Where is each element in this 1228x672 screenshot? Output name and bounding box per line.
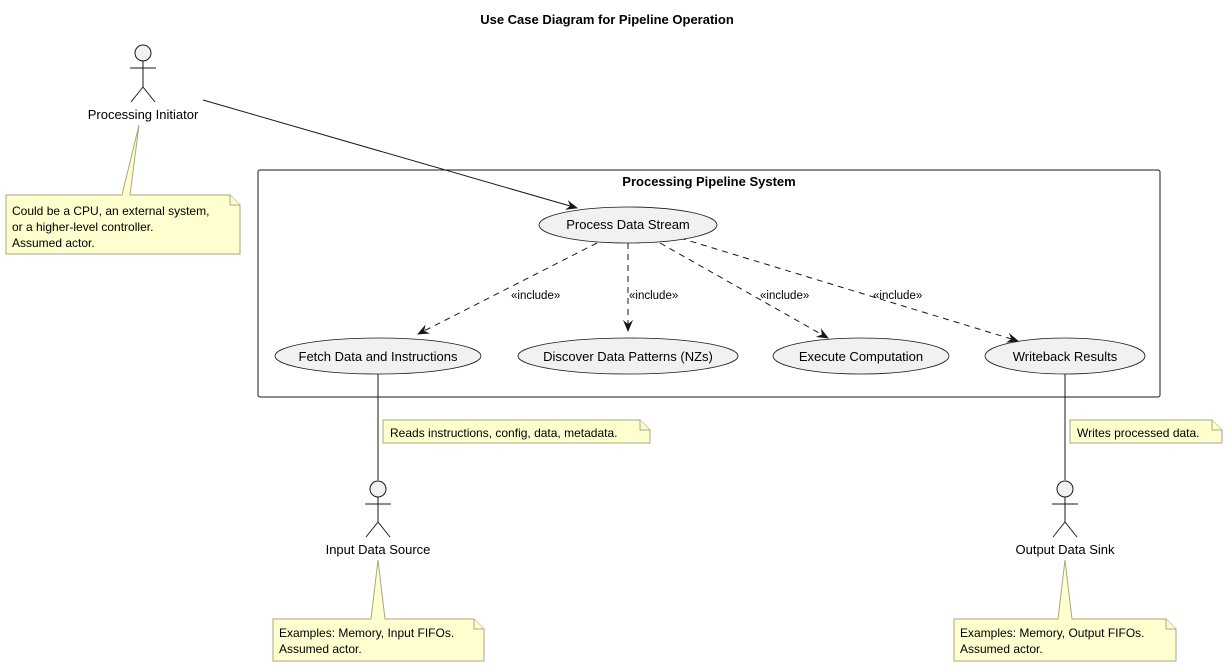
stick-figure-icon	[365, 480, 391, 538]
usecase-label: Process Data Stream	[566, 217, 690, 232]
actor-label: Output Data Sink	[1016, 542, 1115, 557]
include-label-execute: «include»	[760, 290, 809, 302]
note-line: Reads instructions, config, data, metada…	[390, 426, 617, 440]
usecase-writeback-results[interactable]: Writeback Results	[984, 337, 1146, 375]
system-title: Processing Pipeline System	[622, 174, 795, 189]
diagram-title: Use Case Diagram for Pipeline Operation	[480, 12, 734, 27]
usecase-discover-patterns[interactable]: Discover Data Patterns (NZs)	[517, 337, 739, 375]
note-line: Could be a CPU, an external system,	[12, 204, 209, 218]
note-line: or a higher-level controller.	[12, 220, 153, 234]
association-initiator-process	[202, 99, 578, 210]
note-fetch-link: Reads instructions, config, data, metada…	[382, 419, 651, 444]
note-writeback-link: Writes processed data.	[1069, 419, 1223, 444]
note-line: Writes processed data.	[1077, 426, 1200, 440]
note-line: Examples: Memory, Input FIFOs.	[279, 626, 454, 640]
include-label-writeback: «include»	[873, 290, 922, 302]
note-line: Examples: Memory, Output FIFOs.	[960, 626, 1145, 640]
usecase-process-data-stream[interactable]: Process Data Stream	[538, 206, 718, 244]
actor-processing-initiator[interactable]: Processing Initiator	[88, 44, 199, 122]
usecase-fetch-data[interactable]: Fetch Data and Instructions	[274, 337, 482, 375]
system-boundary	[257, 169, 1161, 398]
note-line: Assumed actor.	[960, 642, 1043, 656]
note-input-actor: Examples: Memory, Input FIFOs. Assumed a…	[272, 559, 485, 662]
include-label-discover: «include»	[629, 290, 678, 302]
usecase-label: Writeback Results	[1013, 349, 1118, 364]
stick-figure-icon	[1052, 480, 1078, 538]
actor-label: Input Data Source	[326, 542, 431, 557]
usecase-label: Discover Data Patterns (NZs)	[543, 349, 713, 364]
note-line: Assumed actor.	[12, 236, 95, 250]
usecase-execute-computation[interactable]: Execute Computation	[772, 337, 950, 375]
stick-figure-icon	[130, 44, 156, 103]
usecase-label: Fetch Data and Instructions	[299, 349, 458, 364]
usecase-label: Execute Computation	[799, 349, 923, 364]
actor-output-data-sink[interactable]: Output Data Sink	[1016, 480, 1115, 557]
actor-input-data-source[interactable]: Input Data Source	[326, 480, 431, 557]
note-line: Assumed actor.	[279, 642, 362, 656]
note-initiator: Could be a CPU, an external system, or a…	[5, 124, 241, 255]
include-arrow-fetch	[417, 242, 598, 335]
include-label-fetch: «include»	[511, 290, 560, 302]
actor-label: Processing Initiator	[88, 107, 199, 122]
note-output-actor: Examples: Memory, Output FIFOs. Assumed …	[953, 559, 1177, 662]
include-arrow-writeback	[679, 237, 1019, 343]
